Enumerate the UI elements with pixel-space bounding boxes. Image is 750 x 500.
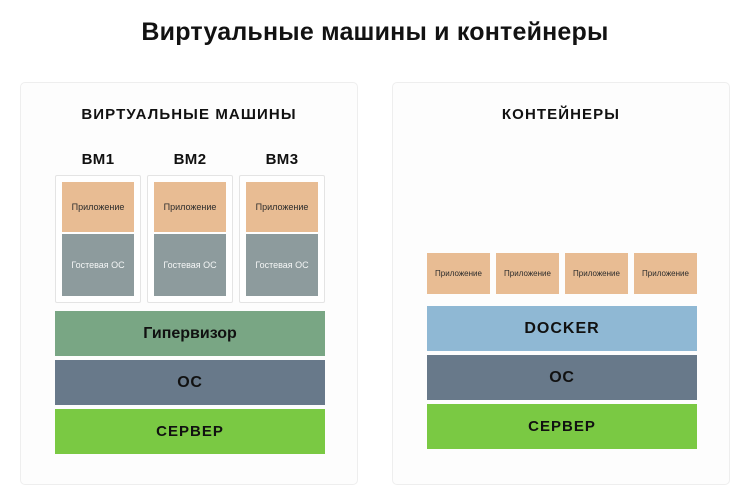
vm-box-2: Приложение Гостевая ОС xyxy=(147,175,233,303)
vm-guest-os-box-2: Гостевая ОС xyxy=(154,234,226,296)
virtual-machines-heading: ВИРТУАЛЬНЫЕ МАШИНЫ xyxy=(81,106,297,123)
containers-panel: КОНТЕЙНЕРЫ Приложение Приложение Приложе… xyxy=(392,82,730,485)
vm-guest-os-box-3: Гостевая ОС xyxy=(246,234,318,296)
vm-app-box-3: Приложение xyxy=(246,182,318,232)
hypervisor-layer: Гипервизор xyxy=(55,311,325,356)
virtual-machines-panel: ВИРТУАЛЬНЫЕ МАШИНЫ ВМ1 ВМ2 ВМ3 Приложени… xyxy=(20,82,358,485)
vm-label-row: ВМ1 ВМ2 ВМ3 xyxy=(55,151,325,168)
container-app-row: Приложение Приложение Приложение Приложе… xyxy=(427,253,697,294)
server-layer-right: СЕРВЕР xyxy=(427,404,697,449)
container-app-box-1: Приложение xyxy=(427,253,490,294)
container-app-box-4: Приложение xyxy=(634,253,697,294)
host-os-layer-left: ОС xyxy=(55,360,325,405)
vm-app-box-1: Приложение xyxy=(62,182,134,232)
vm-box-3: Приложение Гостевая ОС xyxy=(239,175,325,303)
server-layer-left: СЕРВЕР xyxy=(55,409,325,454)
vm-app-box-2: Приложение xyxy=(154,182,226,232)
vm-label-1: ВМ1 xyxy=(81,151,115,168)
vm-box-row: Приложение Гостевая ОС Приложение Гостев… xyxy=(55,175,325,303)
containers-heading: КОНТЕЙНЕРЫ xyxy=(501,106,621,123)
container-app-box-3: Приложение xyxy=(565,253,628,294)
vm-box-1: Приложение Гостевая ОС xyxy=(55,175,141,303)
docker-layer: DOCKER xyxy=(427,306,697,351)
page-title: Виртуальные машины и контейнеры xyxy=(141,18,609,46)
vm-guest-os-box-1: Гостевая ОС xyxy=(62,234,134,296)
host-os-layer-right: ОС xyxy=(427,355,697,400)
vm-label-3: ВМ3 xyxy=(265,151,299,168)
vm-label-2: ВМ2 xyxy=(173,151,207,168)
container-app-box-2: Приложение xyxy=(496,253,559,294)
diagram-panels: ВИРТУАЛЬНЫЕ МАШИНЫ ВМ1 ВМ2 ВМ3 Приложени… xyxy=(0,82,750,486)
